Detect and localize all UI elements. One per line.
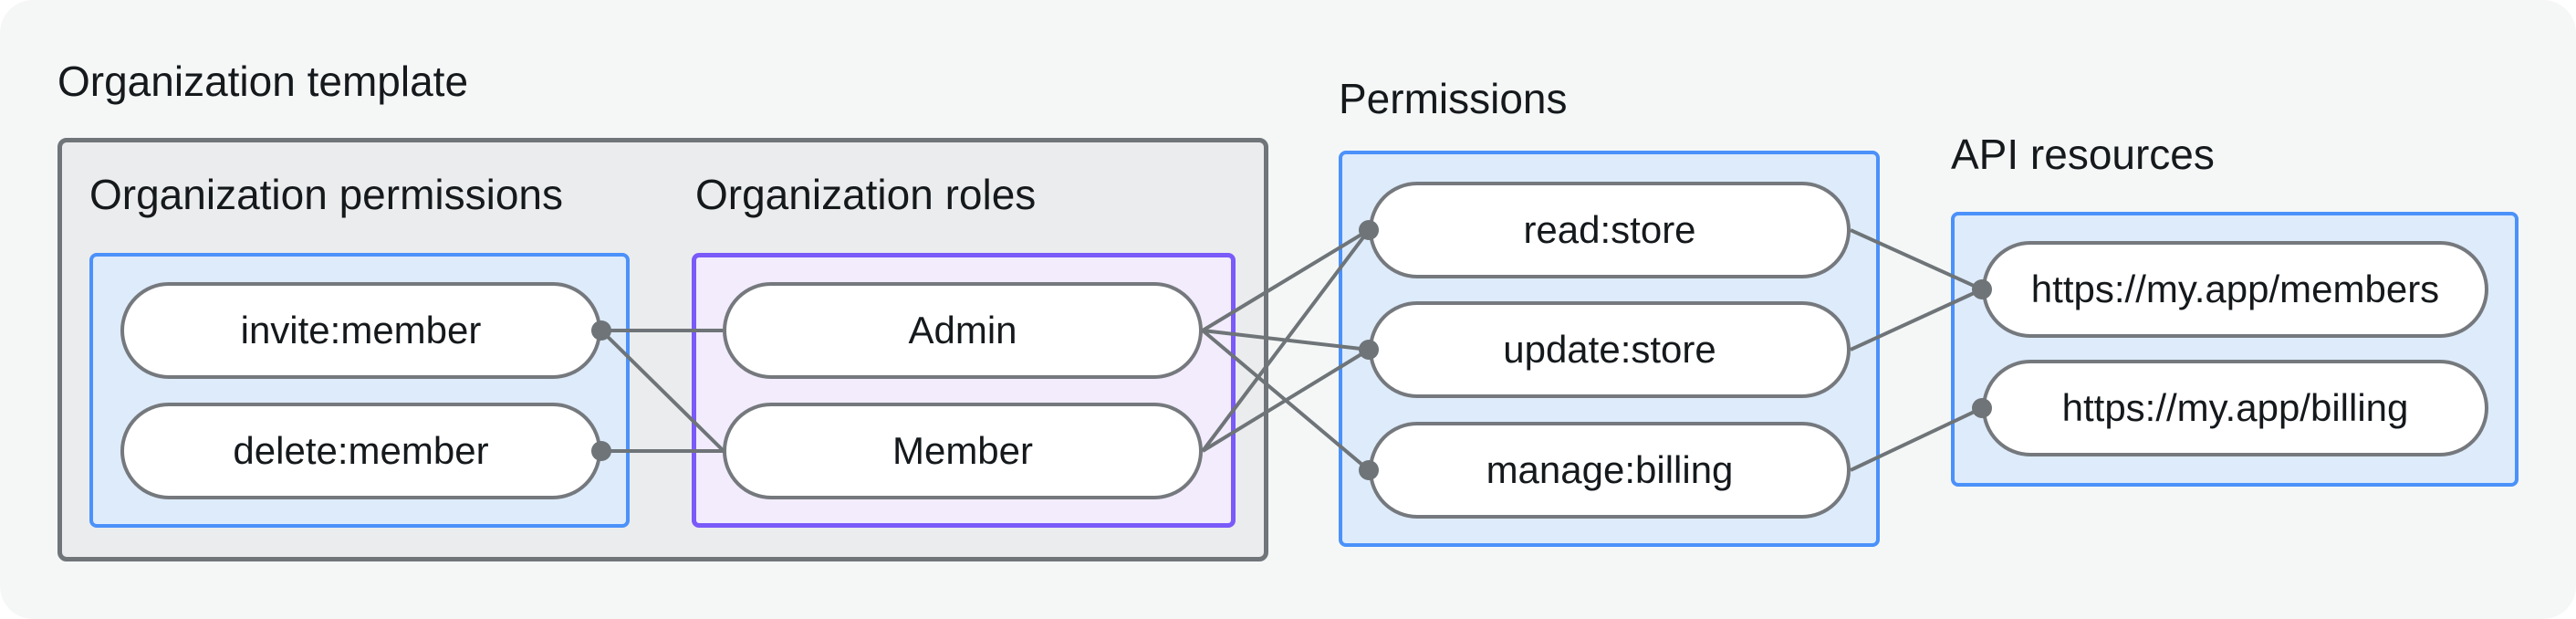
org-roles-title: Organization roles [695, 171, 1037, 218]
node-members-endpoint: https://my.app/members [1982, 241, 2488, 338]
node-manage-billing: manage:billing [1369, 422, 1851, 519]
node-read-store: read:store [1369, 182, 1851, 278]
node-update-store: update:store [1369, 301, 1851, 398]
org-template-title: Organization template [57, 58, 469, 105]
node-billing-endpoint: https://my.app/billing [1982, 360, 2488, 456]
permissions-title: Permissions [1339, 75, 1568, 122]
org-permissions-title: Organization permissions [89, 171, 564, 218]
node-delete-member: delete:member [120, 403, 601, 499]
node-admin-role: Admin [723, 282, 1203, 379]
node-member-role: Member [723, 403, 1203, 499]
node-invite-member: invite:member [120, 282, 601, 379]
api-resources-title: API resources [1951, 131, 2215, 178]
